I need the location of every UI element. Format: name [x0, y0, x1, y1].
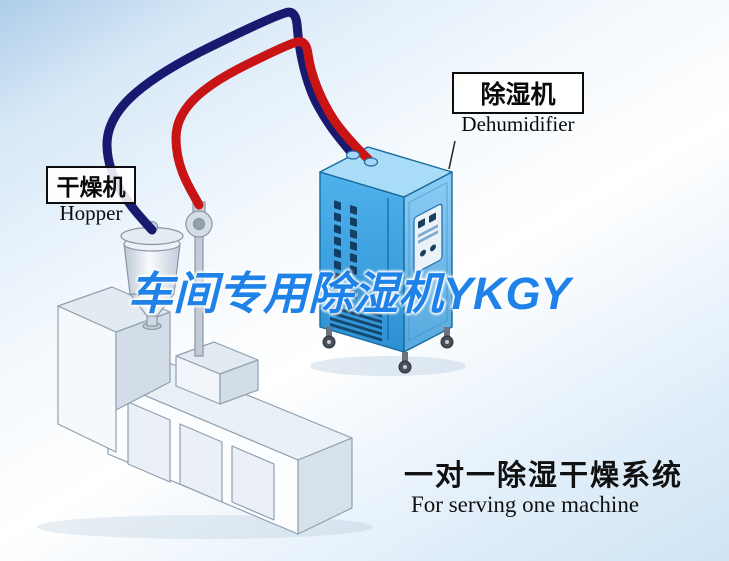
caption-subtitle-en: For serving one machine	[411, 492, 640, 517]
control-knob	[430, 244, 436, 252]
control-button	[418, 218, 425, 229]
hopper-label-en: Hopper	[59, 201, 123, 225]
red-hose	[171, 37, 376, 210]
control-display-line	[418, 224, 438, 238]
side-panel-details	[408, 182, 448, 341]
control-knob	[420, 249, 426, 257]
injection-unit-side	[219, 359, 259, 405]
control-display-line	[418, 230, 438, 244]
dehumidifier-label-zh: 除湿机	[480, 81, 556, 109]
machine-door	[231, 445, 275, 521]
hopper-label-zh: 干燥机	[56, 174, 126, 200]
dehumidifier-leader-line	[448, 140, 456, 170]
caster-wheels	[322, 327, 454, 374]
navy-hose	[102, 7, 358, 235]
hopper-label-box: 干燥机	[46, 166, 136, 204]
watermark-text: 车间专用除湿机YKGY	[128, 268, 571, 319]
machine-door	[127, 401, 171, 483]
blower-hub	[192, 217, 206, 231]
extruder-machine-illustration	[57, 286, 353, 535]
hose-connector	[363, 157, 379, 167]
feed-block-top	[57, 286, 171, 333]
dehumidifier-label-en: Dehumidifier	[461, 112, 575, 136]
machine-door	[179, 423, 223, 503]
front-lower-grille	[330, 298, 382, 342]
dehumidifier-label-box: 除湿机	[452, 72, 584, 114]
caption-title-zh: 一对一除湿干燥系统	[404, 460, 684, 492]
front-vent-grid	[330, 198, 389, 342]
hose-connector	[345, 150, 361, 160]
side-door-outline	[408, 182, 448, 341]
control-button	[429, 212, 436, 223]
